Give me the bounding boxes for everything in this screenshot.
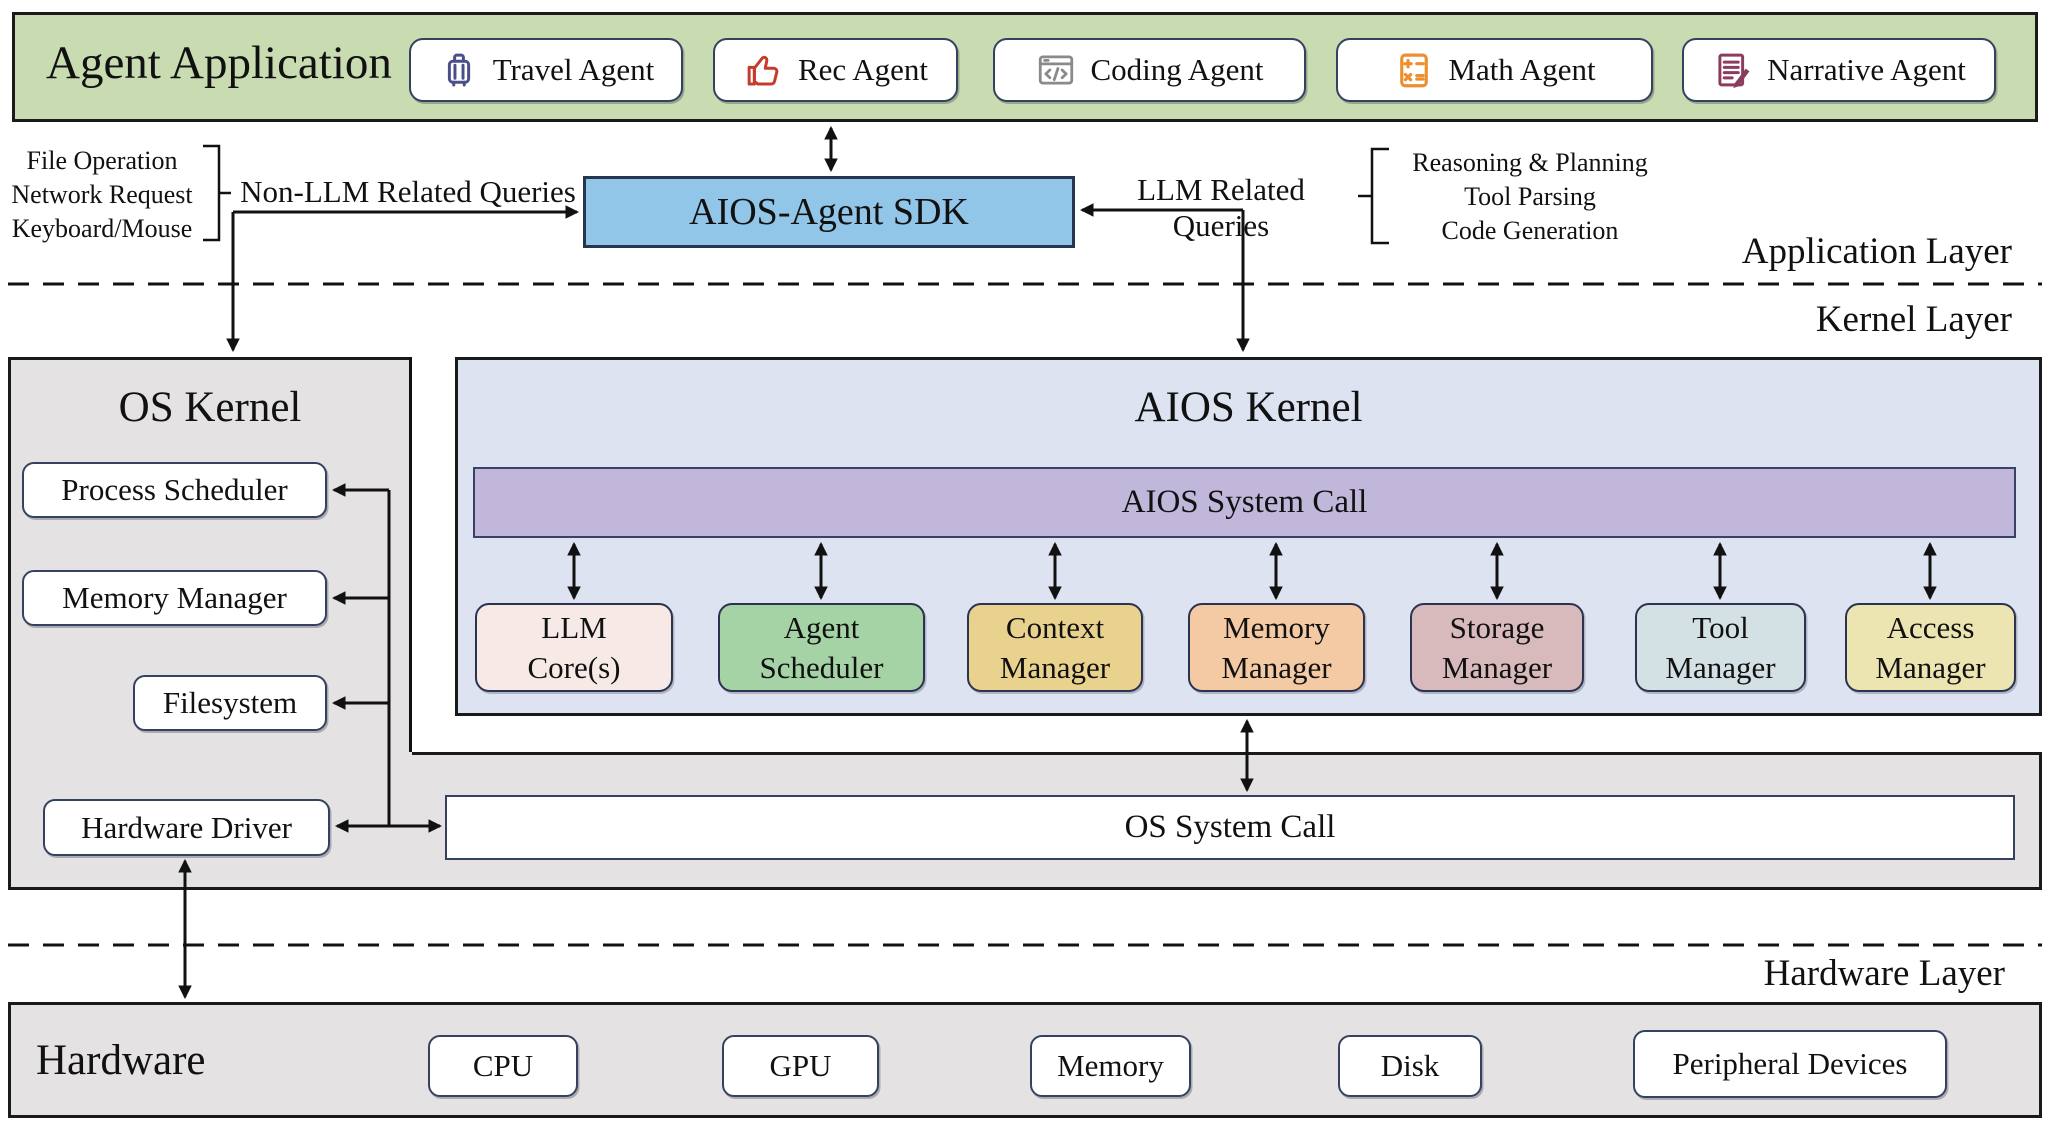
aios-system-call-label: AIOS System Call: [1121, 484, 1368, 520]
llm-bracket: [1358, 147, 1389, 245]
llm-queries-label: LLM Related Queries: [1137, 172, 1305, 243]
application-layer-label: Application Layer: [1741, 231, 2012, 272]
hardware-component-peripheral-devices: Peripheral Devices: [1633, 1030, 1947, 1098]
agent-button-label: Coding Agent: [1090, 52, 1264, 87]
hardware-component-memory: Memory: [1030, 1035, 1191, 1097]
agent-button-label: Narrative Agent: [1767, 52, 1966, 87]
agent-application-title: Agent Application: [46, 37, 392, 89]
agent-button-math: Math Agent: [1336, 38, 1653, 102]
aios-module-storage-manager: Storage Manager: [1410, 603, 1584, 692]
thumbs-up-icon: [743, 49, 785, 91]
os-module-hardware-driver: Hardware Driver: [43, 799, 330, 856]
non-llm-query-types: File Operation Network Request Keyboard/…: [11, 146, 193, 243]
aios-module-access-manager: Access Manager: [1845, 603, 2016, 692]
hardware-title: Hardware: [36, 1037, 206, 1084]
sdk-label: AIOS-Agent SDK: [689, 191, 969, 233]
luggage-icon: [438, 49, 480, 91]
aios-agent-sdk-box: AIOS-Agent SDK: [583, 176, 1075, 248]
os-module-filesystem: Filesystem: [133, 675, 327, 731]
hardware-component-disk: Disk: [1338, 1035, 1482, 1097]
aios-module-memory-manager: Memory Manager: [1188, 603, 1365, 692]
os-system-call-label: OS System Call: [1124, 809, 1336, 845]
agent-button-coding: Coding Agent: [993, 38, 1306, 102]
os-system-call-bar: OS System Call: [445, 795, 2015, 860]
aios-system-call-bar: AIOS System Call: [473, 467, 2016, 538]
aios-kernel-title: AIOS Kernel: [1134, 384, 1363, 431]
agent-button-narrative: Narrative Agent: [1682, 38, 1996, 102]
non-llm-queries-label: Non-LLM Related Queries: [240, 174, 576, 209]
hardware-component-cpu: CPU: [428, 1035, 578, 1097]
agent-button-label: Travel Agent: [492, 52, 655, 87]
hardware-layer-label: Hardware Layer: [1763, 953, 2005, 994]
document-pen-icon: [1712, 49, 1754, 91]
os-module-memory-manager: Memory Manager: [22, 570, 327, 626]
code-window-icon: [1035, 49, 1077, 91]
os-module-process-scheduler: Process Scheduler: [22, 462, 327, 518]
calculator-icon: [1393, 49, 1435, 91]
os-kernel-title: OS Kernel: [118, 384, 302, 431]
aios-module-tool-manager: Tool Manager: [1635, 603, 1806, 692]
kernel-layer-label: Kernel Layer: [1815, 299, 2012, 340]
agent-button-label: Rec Agent: [798, 52, 928, 87]
hardware-component-gpu: GPU: [722, 1035, 879, 1097]
aios-module-llm-cores: LLM Core(s): [475, 603, 673, 692]
aios-module-context-manager: Context Manager: [967, 603, 1143, 692]
agent-button-travel: Travel Agent: [409, 38, 683, 102]
agent-button-label: Math Agent: [1448, 52, 1596, 87]
non-llm-bracket: [203, 144, 231, 242]
agent-button-rec: Rec Agent: [713, 38, 958, 102]
aios-module-agent-scheduler: Agent Scheduler: [718, 603, 925, 692]
llm-query-types: Reasoning & Planning Tool Parsing Code G…: [1412, 148, 1648, 245]
